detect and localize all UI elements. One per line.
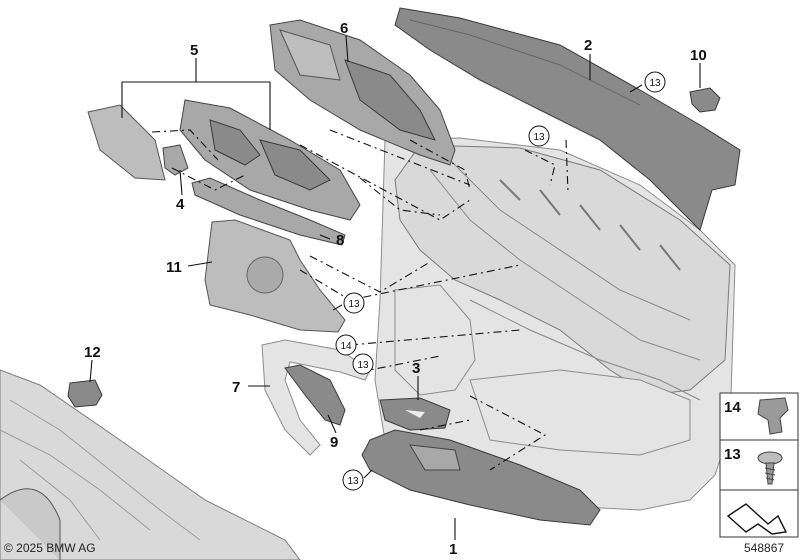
door-frame-fragment <box>0 369 301 560</box>
clip-icon <box>757 397 789 435</box>
legend-box: 14 13 <box>719 392 799 538</box>
ref-13-e: 13 <box>342 469 364 491</box>
svg-text:13: 13 <box>347 476 359 487</box>
ref-14-a: 14 <box>335 334 357 356</box>
ref-13-b: 13 <box>528 125 550 147</box>
legend-label-14: 14 <box>724 399 741 416</box>
ref-13-c: 13 <box>343 292 365 314</box>
part-11-speaker-grille <box>204 219 346 333</box>
callout-9: 9 <box>330 434 338 451</box>
part-2-upper-trim <box>394 7 741 231</box>
callout-8: 8 <box>336 232 344 249</box>
part-12-switch <box>67 379 103 408</box>
svg-text:13: 13 <box>649 78 661 89</box>
callout-4: 4 <box>176 196 185 213</box>
screw-icon <box>757 451 783 485</box>
ref-13-a: 13 <box>644 71 666 93</box>
part-4-clip <box>162 144 189 176</box>
svg-text:14: 14 <box>340 341 352 352</box>
ref-13-d: 13 <box>352 353 374 375</box>
callouts: 5 6 2 10 4 8 11 12 7 3 9 1 <box>84 20 707 558</box>
part-5-group <box>87 99 361 221</box>
callout-5: 5 <box>190 42 198 59</box>
callout-2: 2 <box>584 37 592 54</box>
part-3-switch <box>379 397 451 431</box>
svg-text:13: 13 <box>533 132 545 143</box>
part-10-clip <box>689 87 721 113</box>
callout-12: 12 <box>84 344 101 361</box>
door-inner-panel <box>374 137 736 511</box>
callout-10: 10 <box>690 47 707 64</box>
circled-refs: 13 13 13 14 13 13 <box>335 71 666 491</box>
diagram-number: 548867 <box>744 541 784 555</box>
callout-7: 7 <box>232 379 240 396</box>
part-9-handle-insert <box>284 364 346 426</box>
svg-text:13: 13 <box>357 360 369 371</box>
copyright: © 2025 BMW AG <box>4 541 96 555</box>
part-6-upper-carrier <box>269 19 456 166</box>
part-1-armrest <box>361 429 601 526</box>
callout-6: 6 <box>340 20 348 37</box>
part-8-strip <box>191 177 346 246</box>
callout-3: 3 <box>412 360 420 377</box>
svg-text:13: 13 <box>348 299 360 310</box>
direction-arrow-icon <box>726 503 788 535</box>
leader-lines <box>89 35 701 540</box>
callout-11: 11 <box>166 259 182 276</box>
legend-label-13: 13 <box>724 446 741 463</box>
callout-1: 1 <box>449 541 457 558</box>
